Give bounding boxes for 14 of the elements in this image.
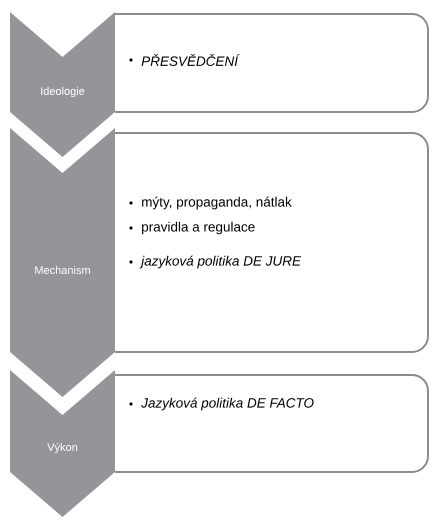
node-label: PŘESVĚDČENÍ <box>142 54 240 66</box>
chevron-step: Mechanism <box>10 128 115 397</box>
chevron-step: Výkon <box>10 370 115 517</box>
node-label: Výkon <box>47 442 78 454</box>
list-box: mýty, propaganda, nátlak pravidla a regulace jazyková politika DE JURE <box>115 132 429 353</box>
node-label: jazyková politika DE JURE <box>140 256 302 268</box>
chevron-step: Ideologie <box>10 12 115 157</box>
node-label: Mechanism <box>35 266 90 274</box>
node-label: pravidla a regulace <box>142 222 255 234</box>
node-label: Jazyková politika DE FACTO <box>141 398 314 410</box>
node-label: mýty, propaganda, nátlak <box>142 196 292 210</box>
node-label: Ideologie <box>41 86 84 98</box>
list-box: PŘESVĚDČENÍ <box>115 13 429 113</box>
list-box: Jazyková politika DE FACTO <box>115 374 429 473</box>
